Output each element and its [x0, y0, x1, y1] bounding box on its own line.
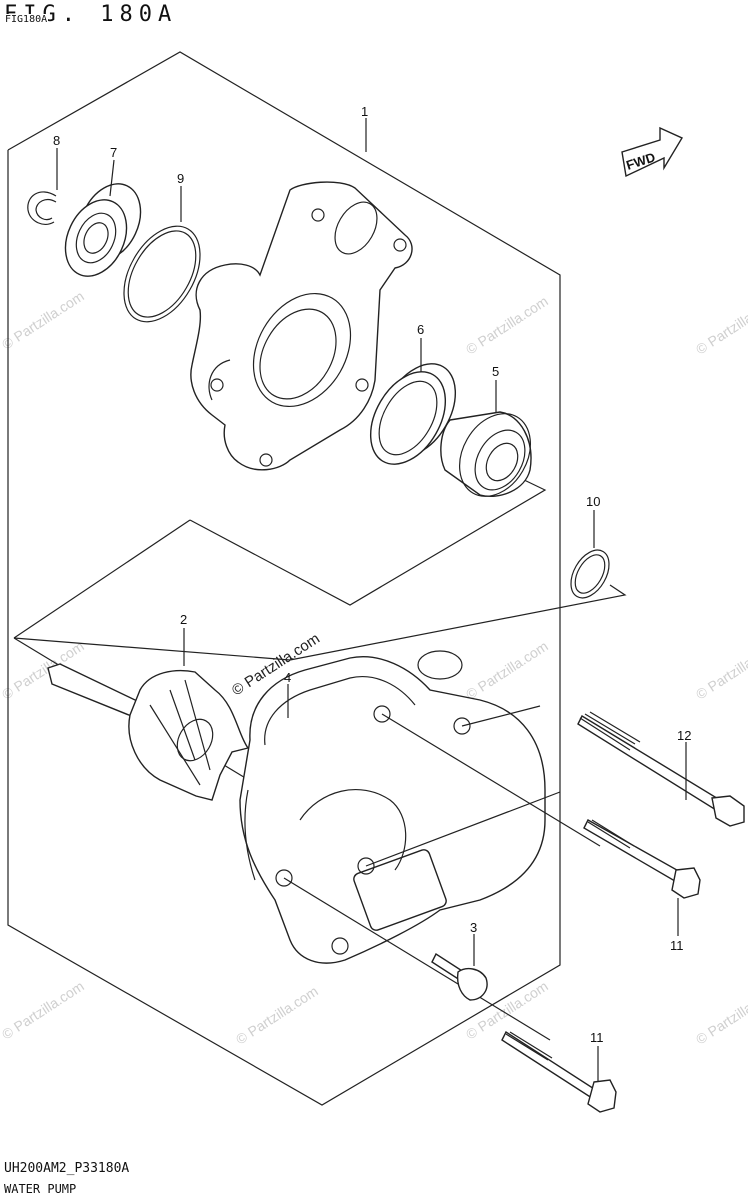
callout-1: 1 [361, 104, 368, 119]
watermark: © Partzilla.com [0, 978, 87, 1043]
callout-9: 9 [177, 171, 184, 186]
fwd-arrow-icon: FWD [621, 126, 684, 178]
part-11-bolt-upper [583, 819, 701, 899]
callout-6: 6 [417, 322, 424, 337]
callout-3: 3 [470, 920, 477, 935]
callout-5: 5 [492, 364, 499, 379]
part-11-bolt-lower [501, 1030, 617, 1113]
part-5-mechanical-seal [440, 411, 532, 497]
callout-11-lower: 11 [590, 1030, 604, 1045]
part-3-screw [431, 952, 488, 1001]
part-2-impeller [47, 663, 250, 801]
callout-10: 10 [586, 494, 600, 509]
part-9-o-ring [123, 225, 201, 323]
callout-numbers: 1 8 7 9 6 5 10 2 4 12 11 3 11 [53, 104, 691, 1045]
watermark: © Partzilla.com [233, 983, 321, 1048]
leader-lines [56, 118, 687, 1082]
part-12-bolt-long [577, 711, 745, 827]
watermark: © Partzilla.com [693, 983, 748, 1048]
watermark: © Partzilla.com [463, 638, 551, 703]
part-1-pump-cover [190, 181, 413, 471]
part-10-o-ring [570, 549, 610, 599]
watermark: © Partzilla.com [463, 293, 551, 358]
callout-11-upper: 11 [670, 938, 684, 953]
callout-12: 12 [677, 728, 691, 743]
part-7-bearing [64, 183, 142, 277]
watermark: © Partzilla.com [693, 293, 748, 358]
callout-4: 4 [284, 670, 291, 685]
watermark: © Partzilla.com [693, 638, 748, 703]
bolt-centerlines [283, 705, 601, 1041]
part-6-seal [369, 363, 457, 465]
callout-8: 8 [53, 133, 60, 148]
drawing-name: WATER PUMP [4, 1182, 77, 1196]
figure-code: FIG180A [4, 14, 49, 25]
callout-7: 7 [110, 145, 117, 160]
callout-2: 2 [180, 612, 187, 627]
drawing-code: UH200AM2_P33180A [4, 1161, 130, 1176]
part-8-circlip [27, 191, 57, 225]
watermark: © Partzilla.com [0, 288, 87, 353]
assembly-outline [7, 51, 561, 1106]
part-4-pump-case [239, 650, 546, 964]
